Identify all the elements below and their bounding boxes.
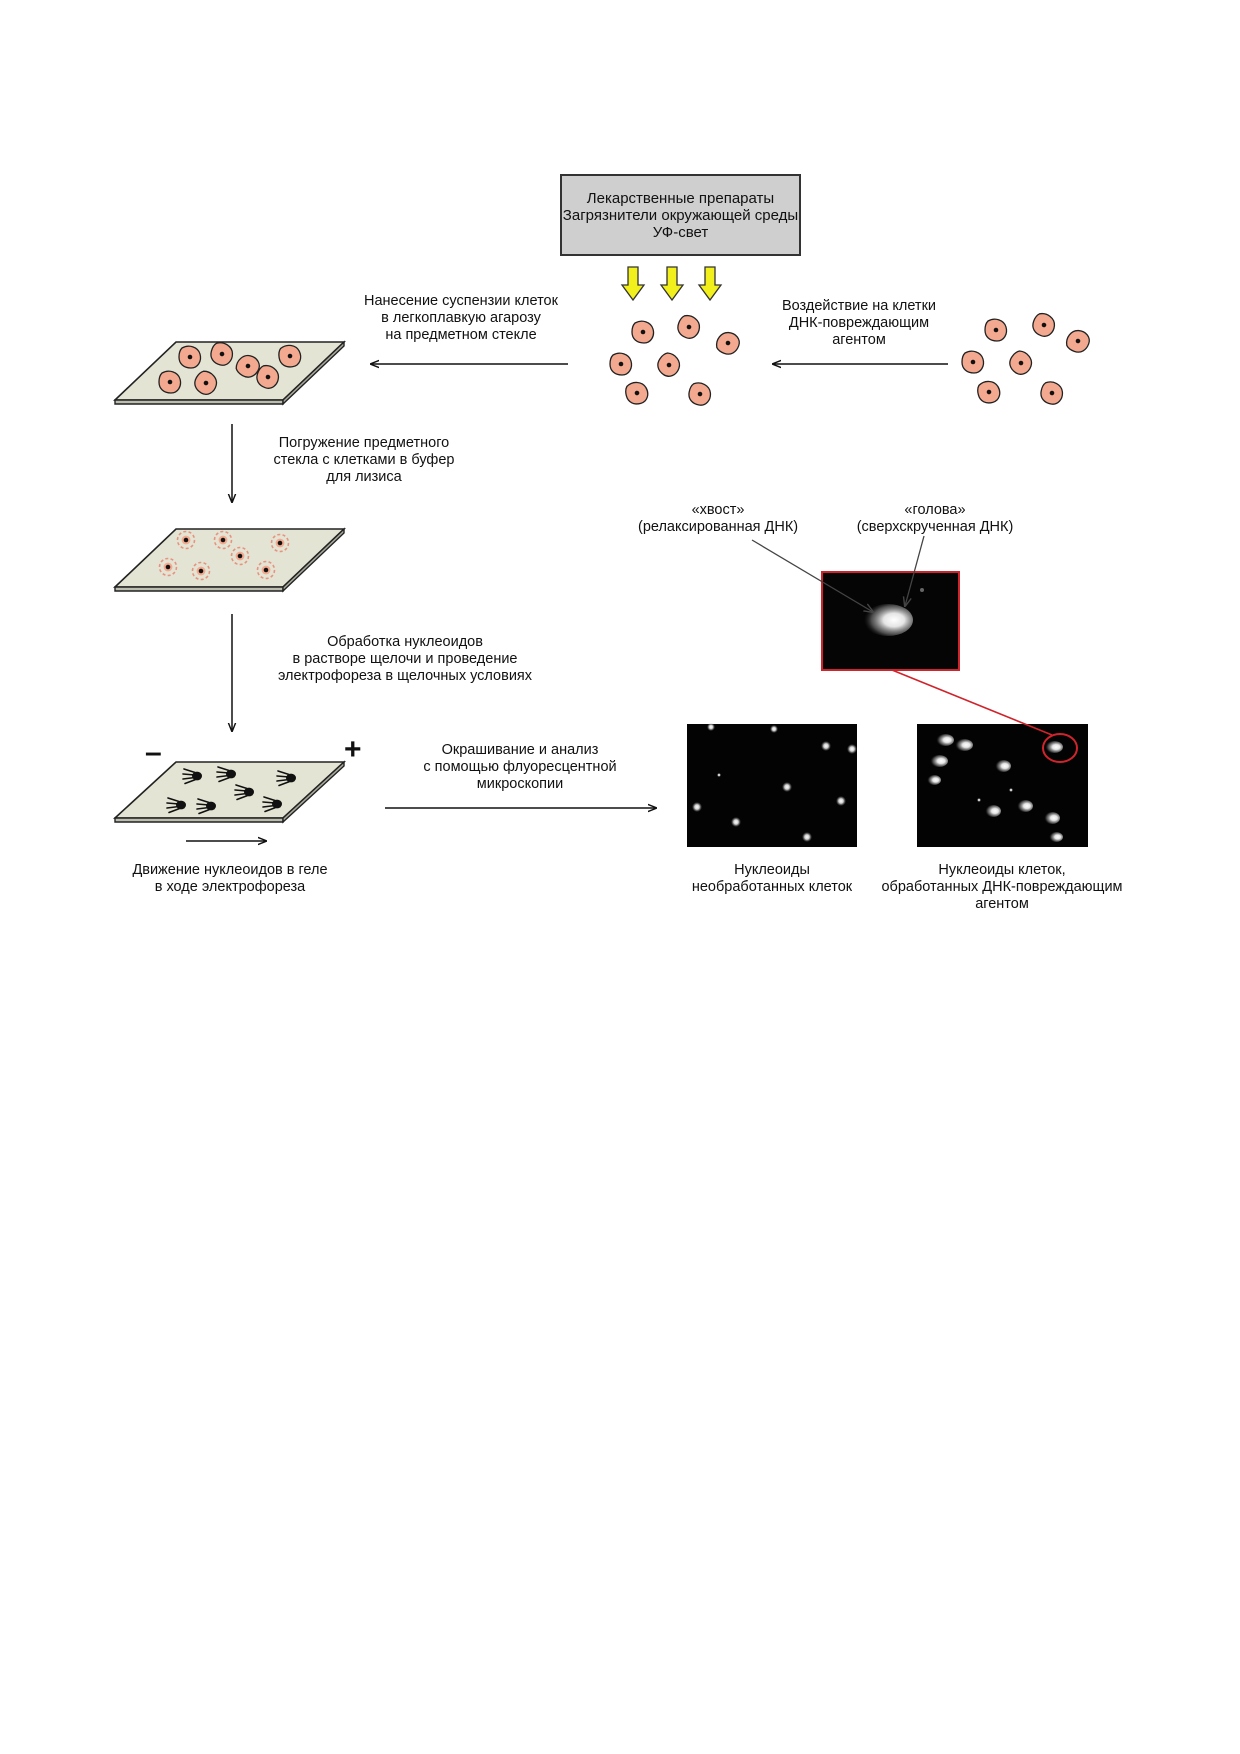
cell-icon: [178, 345, 202, 369]
head-pointer: [905, 535, 925, 606]
cell-icon: [961, 350, 985, 374]
label-migration: Движение нуклеоидов в геле в ходе электр…: [132, 862, 328, 895]
label-untreated-panel: Нуклеоиды необработанных клеток: [691, 862, 853, 895]
cell-icon: [158, 370, 182, 394]
cell-icon: [631, 320, 655, 344]
label-embedding: Нанесение суспензии клеток в легкоплавку…: [364, 293, 558, 343]
source-uv: УФ-свет: [652, 223, 709, 241]
tail-pointer: [751, 539, 873, 612]
label-lysis: Погружение предметного стекла с клетками…: [273, 435, 455, 485]
cathode-minus: –: [145, 736, 162, 769]
micrograph-treated: [917, 724, 1088, 847]
cell-icon: [1063, 326, 1093, 356]
cell-icon: [984, 318, 1008, 342]
cell-icon: [674, 312, 704, 342]
label-comet-head: «голова» (сверхскрученная ДНК): [856, 502, 1014, 535]
cell-icon: [713, 328, 743, 358]
slide-electrophoresis: [112, 760, 347, 824]
anode-plus: +: [344, 733, 362, 766]
label-comet-tail: «хвост» (релаксированная ДНК): [638, 502, 799, 535]
cell-icon: [609, 352, 633, 376]
label-staining: Окрашивание и анализ с помощью флуоресце…: [423, 742, 617, 792]
yellow-arrow-icon: [621, 266, 645, 301]
cell-icon: [686, 380, 713, 408]
comet-zoom: [863, 604, 913, 636]
source-drugs: Лекарственные препараты: [586, 189, 775, 207]
yellow-arrow-icon: [660, 266, 684, 301]
cell-icon: [653, 349, 685, 381]
zoom-connector: [891, 669, 1053, 736]
cell-icon: [974, 378, 1003, 407]
cell-suspension-untreated: [961, 310, 1093, 407]
cell-icon: [1038, 379, 1065, 407]
source-pollutants: Загрязнители окружающей среды: [562, 206, 799, 224]
cell-icon: [1005, 347, 1037, 379]
cell-icon: [1029, 310, 1059, 340]
yellow-arrow-icon: [698, 266, 722, 301]
exposure-arrows: [621, 266, 722, 301]
micrograph-untreated: [687, 723, 857, 847]
slide-lysed-cells: [112, 527, 347, 593]
cell-icon: [622, 379, 651, 408]
highlight-circle: [1042, 733, 1078, 763]
slide-embedded-cells: [112, 340, 347, 406]
damage-sources-box: Лекарственные препараты Загрязнители окр…: [560, 174, 801, 256]
cell-suspension-treated: [609, 312, 743, 408]
label-treated-panel: Нуклеоиды клеток, обработанных ДНК-повре…: [881, 862, 1123, 912]
comet-zoom-image: [821, 571, 960, 671]
label-alkaline: Обработка нуклеоидов в растворе щелочи и…: [277, 634, 533, 684]
label-exposure: Воздействие на клетки ДНК-повреждающим а…: [781, 298, 937, 348]
